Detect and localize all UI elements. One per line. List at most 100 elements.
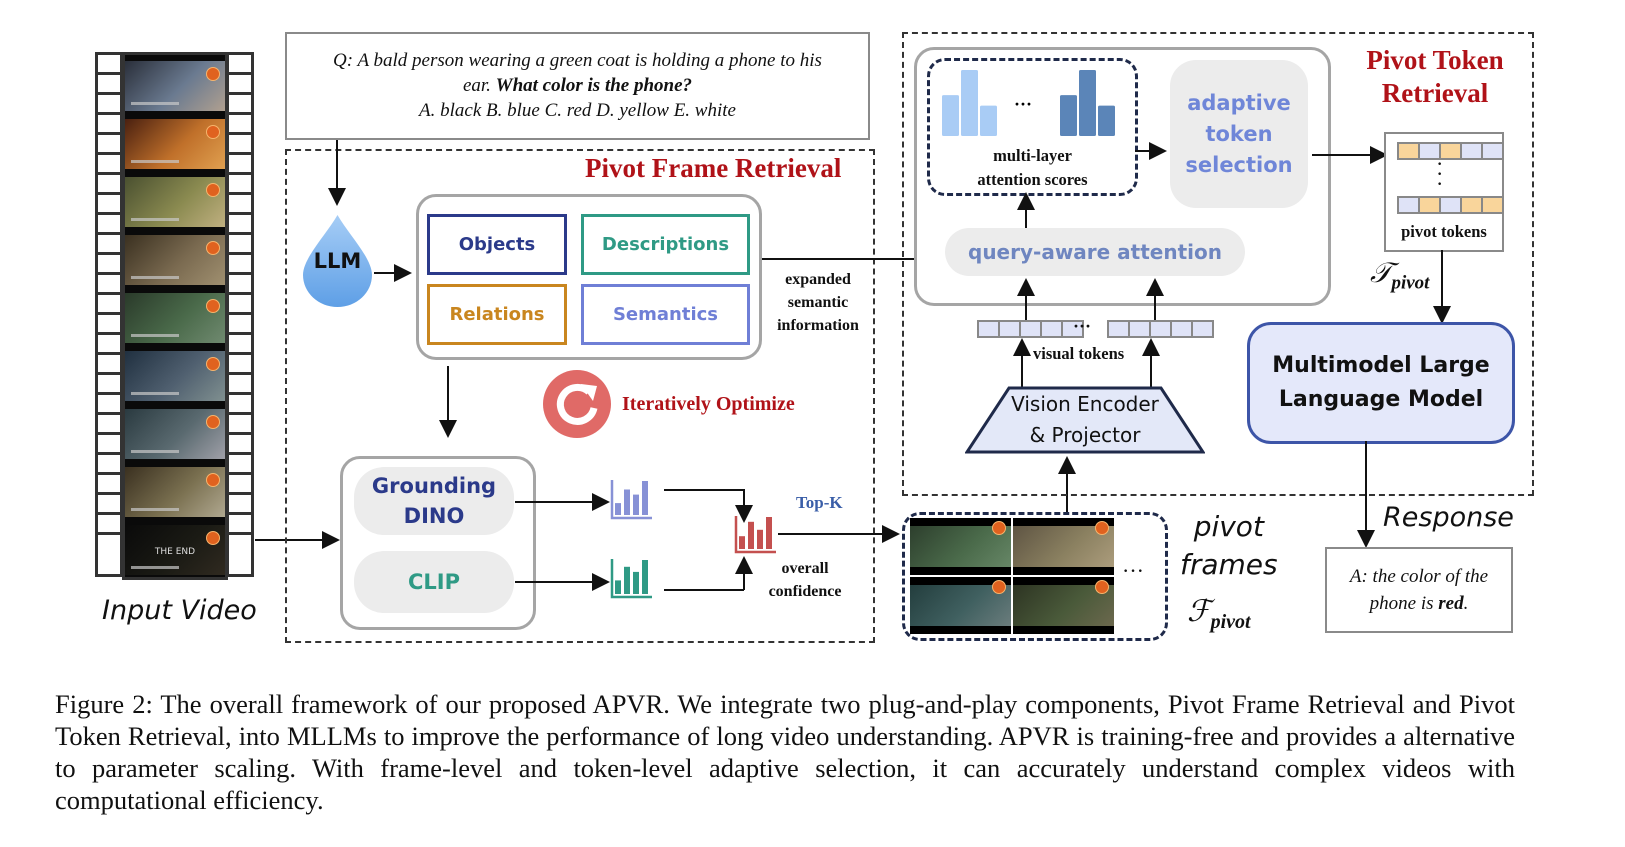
response-line1: A: the color of the [1349,566,1489,587]
pivot-frames-symbol-sub: pivot [1210,611,1251,633]
attention-bar-deep-layer [1079,70,1096,136]
arrow-head [1017,192,1035,210]
channel-badge-icon [206,67,220,81]
expanded-semantic-info-label: expanded semantic information [768,268,868,337]
llm-label: LLM [313,249,362,273]
token-cell [1151,322,1172,336]
clip-score-chart-icon [610,559,652,599]
mini-chart-bar [624,489,630,515]
subtitle-mark [131,450,179,453]
channel-badge-icon [992,521,1006,535]
mini-chart-bar [615,580,621,594]
question-prefix: Q [333,50,347,71]
visual-token-row [977,320,1084,338]
attention-bar-shallow-layer [980,105,997,136]
mini-chart-axis [734,516,776,554]
arrow-head [735,556,753,574]
arrow-head [439,420,457,438]
arrow-head [394,264,412,282]
overall-confidence-chart-icon [734,516,776,554]
query-aware-attention: query-aware attention [945,228,1245,276]
left-sprocket-column [95,52,123,577]
connector-visual-tokens-to-query [1025,290,1027,320]
input-video-filmstrip: THE END [95,52,254,580]
video-frame-thumbnail [125,409,225,459]
category-objects-label: Objects [458,234,536,255]
category-descriptions: Descriptions [581,214,750,275]
connector-mllm-to-response [1365,441,1367,533]
connector-dino-chart-to-overall-v [743,489,745,509]
adaptive-line2: token [1205,121,1273,146]
token-cell [1021,322,1042,336]
connector-encoder-to-visual-tokens [1021,352,1023,390]
arrow-head [1017,278,1035,296]
mini-chart-bar [615,503,621,515]
token-cell [1483,198,1502,212]
visual-tokens-ellipsis: ··· [1073,316,1092,336]
arrow-head [1357,530,1375,548]
mini-chart-bar [642,560,648,594]
token-cell [1441,144,1462,158]
connector-dino-to-chart [515,501,595,503]
mini-chart-bar [748,521,754,549]
pivot-token-retrieval-title: Pivot Token Retrieval [1355,44,1515,110]
clip-model: CLIP [354,551,514,613]
connector-video-to-grounding [255,539,325,541]
response-period: . [1463,593,1469,614]
category-descriptions-label: Descriptions [601,234,730,255]
pivot-frame-retrieval-title: Pivot Frame Retrieval [585,153,842,183]
token-cell [1420,198,1441,212]
channel-badge-icon [206,299,220,313]
attention-bar-shallow-layer [942,95,959,136]
pivot-frame-thumbnail [1013,518,1114,575]
attention-scores-line1: multi-layer [993,146,1072,165]
subtitle-mark [131,508,179,511]
token-cell [1441,198,1462,212]
adaptive-token-selection: adaptive token selection [1170,60,1308,208]
pivot-token-title-line1: Pivot Token [1366,45,1504,75]
grounding-dino-model: Grounding DINO [354,467,514,535]
iterative-optimize-label: Iteratively Optimize [622,393,795,415]
mllm-box: Multimodel Large Language Model [1247,322,1515,444]
mini-chart-bar [624,566,630,594]
video-frame-thumbnail [125,293,225,343]
category-relations-label: Relations [449,304,545,325]
channel-badge-icon [206,415,220,429]
subtitle-mark [131,392,179,395]
connector-frames-to-encoder [1066,470,1068,512]
arrow-head [1058,456,1076,474]
connector-clip-chart-to-overall [664,589,744,591]
mllm-line1: Multimodel Large [1272,353,1490,378]
video-frame-thumbnail [125,351,225,401]
channel-badge-icon [992,580,1006,594]
pivot-frames-grid [910,518,1114,634]
pivot-frames-label: pivot frames [1180,508,1278,584]
token-cell [1483,144,1502,158]
token-cell [1462,144,1483,158]
question-box: Q: A bald person wearing a green coat is… [285,32,870,140]
subtitle-mark [131,102,179,105]
dino-label: DINO [403,504,465,528]
pivot-token-row [1397,142,1504,160]
connector-query-to-scores [1025,206,1027,228]
expanded-line3: information [777,317,859,334]
right-sprocket-column [226,52,254,577]
pivot-tokens-label: pivot tokens [1401,222,1487,241]
mini-chart-bar [757,529,763,549]
mini-chart-bar [633,494,639,515]
subtitle-mark [131,160,179,163]
video-frame-thumbnail [125,119,225,169]
arrow-head [592,493,610,511]
video-frame-thumbnail [125,177,225,227]
pivot-token-row [1397,196,1504,214]
vision-encoder-label: Vision Encoder & Projector [965,389,1205,451]
attention-bar-deep-layer [1060,95,1077,136]
end-card-text: THE END [154,547,196,557]
vision-encoder-projector: Vision Encoder & Projector [965,386,1205,454]
mini-chart-axis [610,480,652,520]
channel-badge-icon [206,531,220,545]
mini-chart-bar [633,571,639,594]
mini-chart-bar [766,517,772,549]
channel-badge-icon [206,125,220,139]
response-line2: phone is [1369,593,1439,614]
